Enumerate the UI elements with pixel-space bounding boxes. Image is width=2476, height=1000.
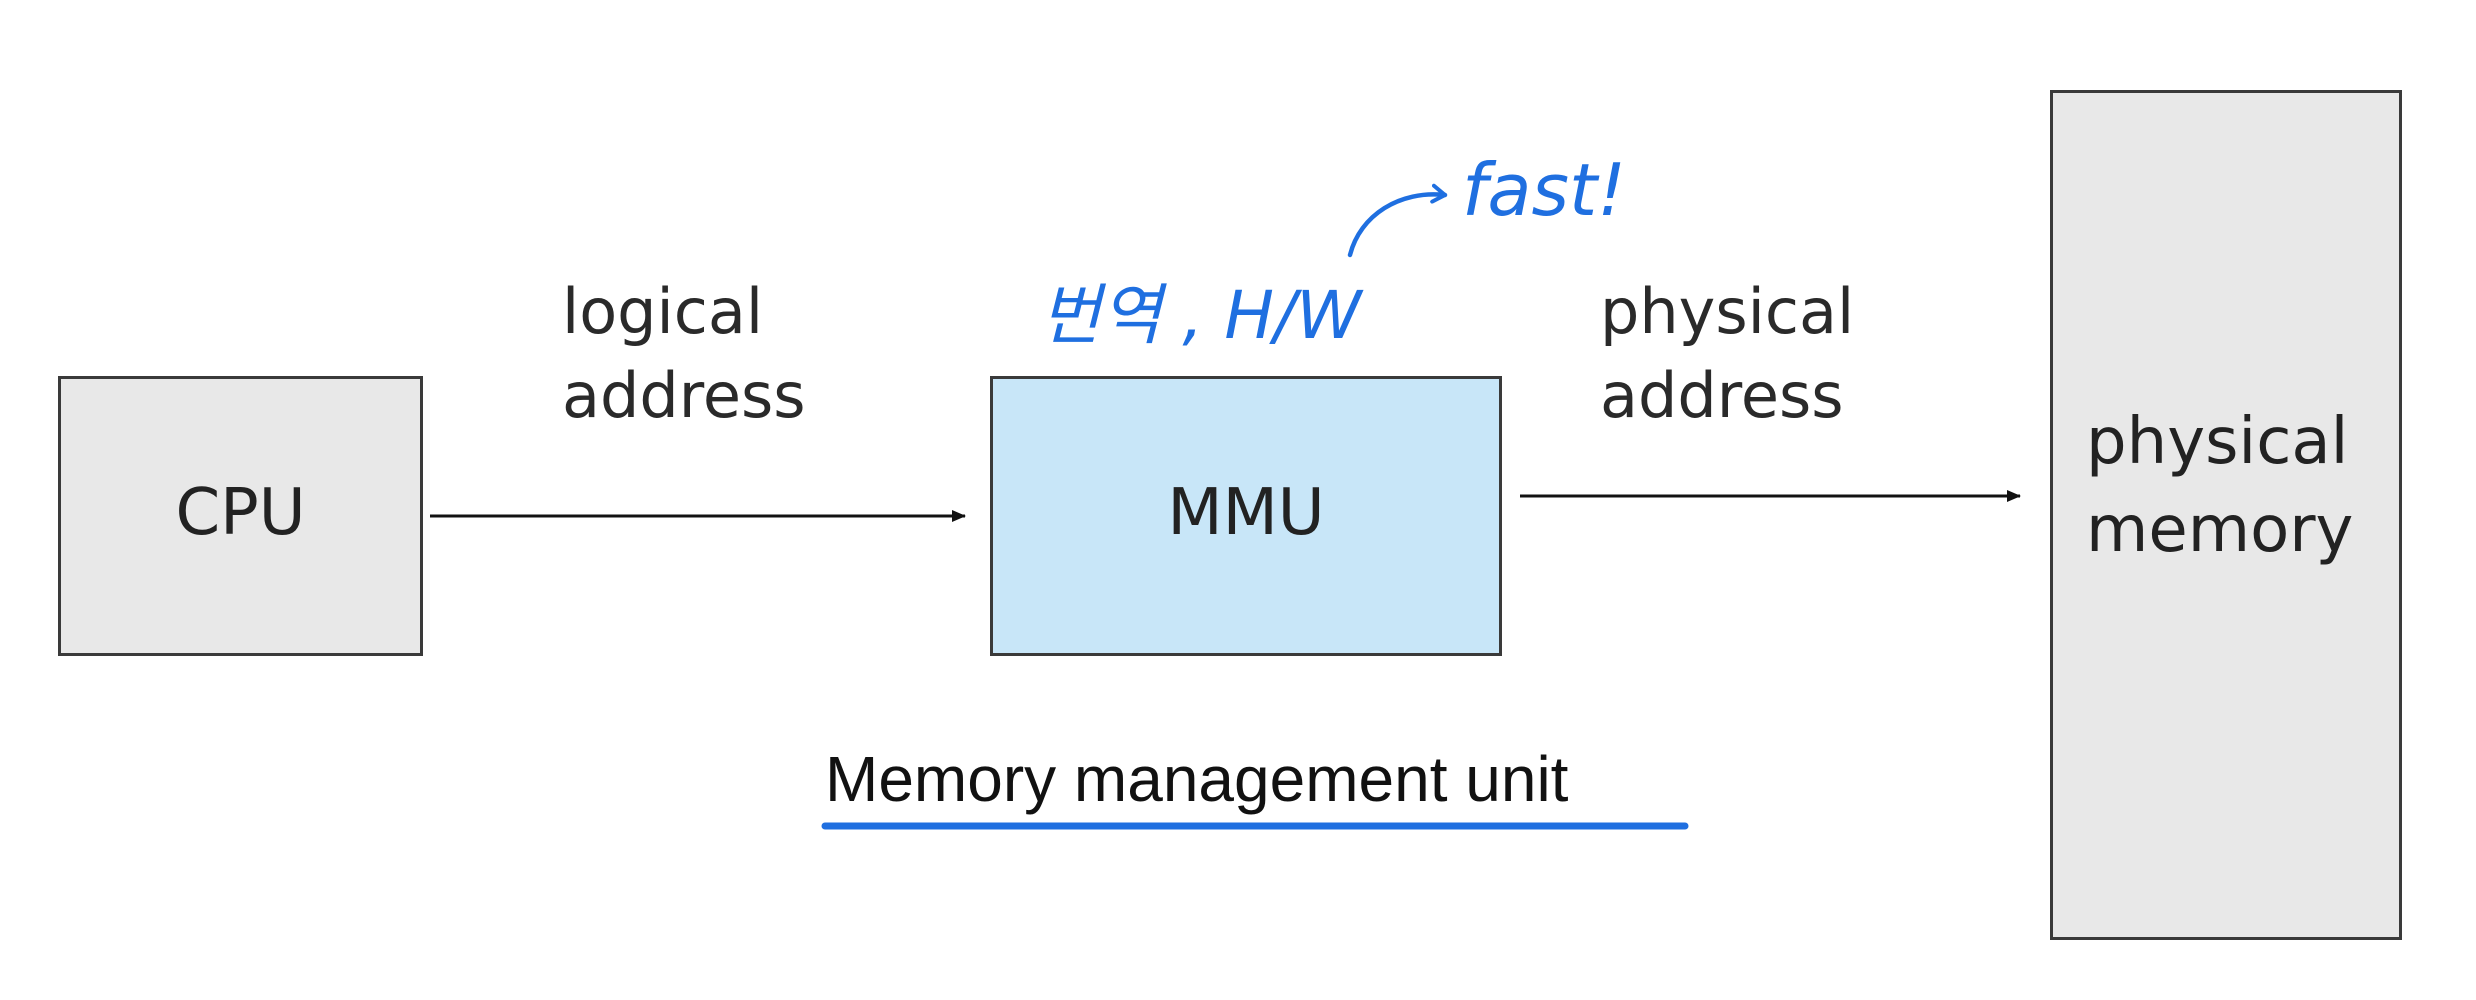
logical-address-line1: logical <box>562 275 764 348</box>
handwritten-curve-arrow <box>1347 183 1448 258</box>
handwritten-fast-note: fast! <box>1462 148 1627 232</box>
cpu-box <box>58 376 423 656</box>
mmu-label: MMU <box>1167 476 1325 550</box>
physical-memory-label-line2: memory <box>2086 493 2354 567</box>
logical-address-label: logical address <box>562 270 806 438</box>
physical-memory-box <box>2050 90 2402 940</box>
handwritten-translation-note: 번역 , H/W <box>1040 277 1362 354</box>
physical-address-line2: address <box>1600 359 1844 432</box>
mmu-box <box>990 376 1502 656</box>
physical-address-label: physical address <box>1600 270 1854 438</box>
logical-address-line2: address <box>562 359 806 432</box>
diagram-caption: Memory management unit <box>825 743 1569 815</box>
cpu-label: CPU <box>175 476 306 550</box>
physical-address-line1: physical <box>1600 275 1855 348</box>
physical-memory-label-line1: physical <box>2086 405 2349 479</box>
physical-memory-label: physical memory <box>2086 398 2353 574</box>
